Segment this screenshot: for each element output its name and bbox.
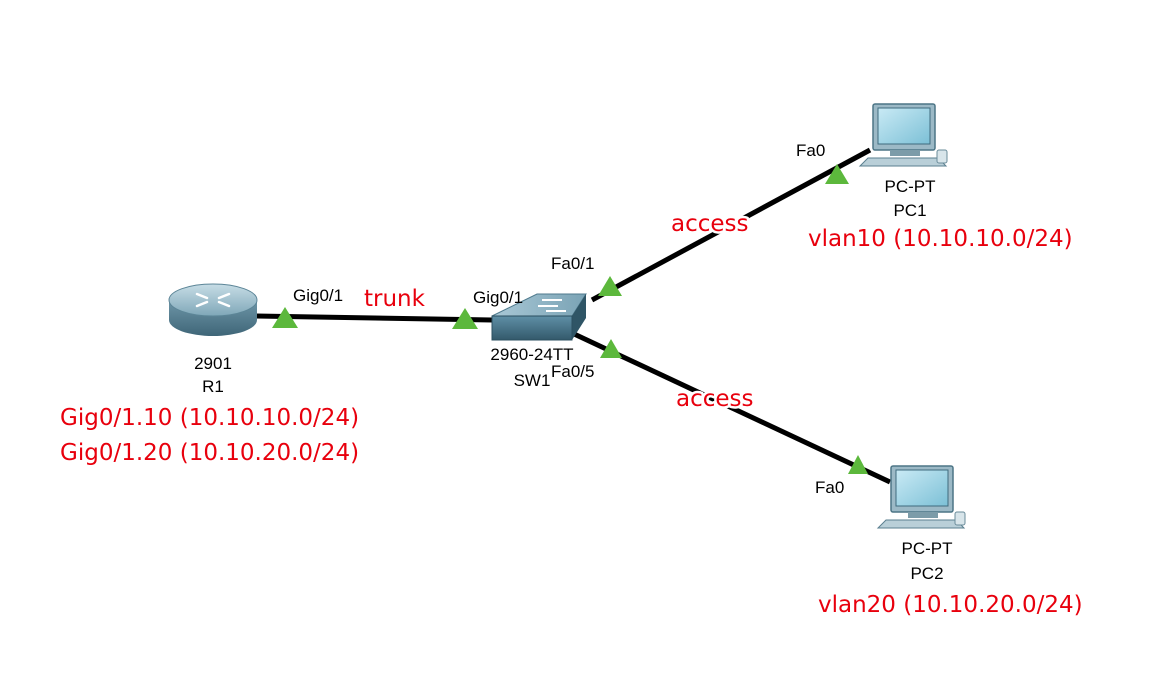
sw-gig-port-label: Gig0/1 xyxy=(473,288,523,307)
pc-icon[interactable] xyxy=(876,465,966,529)
link-status-up-icon xyxy=(848,455,868,474)
link-status-up-icon xyxy=(598,276,622,296)
r1-gig-port-label: Gig0/1 xyxy=(293,286,343,305)
pc2-model-label: PC-PT xyxy=(902,539,953,558)
link-status-up-icon xyxy=(452,308,478,329)
trunk-link-label: trunk xyxy=(364,286,426,312)
pc1-model-label: PC-PT xyxy=(885,177,936,196)
pc1-name-label: PC1 xyxy=(893,201,926,220)
sw-fa5-port-label: Fa0/5 xyxy=(551,362,594,381)
pc2-vlan-label: vlan20 (10.10.20.0/24) xyxy=(818,592,1083,618)
access-link-label-pc1: access xyxy=(671,211,749,237)
pc1-fa-port-label: Fa0 xyxy=(796,141,825,160)
link-status-up-icon xyxy=(825,164,849,184)
r1-subinterface-20-label: Gig0/1.20 (10.10.20.0/24) xyxy=(60,440,359,466)
trunk-link[interactable] xyxy=(255,313,493,323)
switch-name-label: SW1 xyxy=(514,371,551,390)
access-link-pc2[interactable] xyxy=(570,330,892,485)
switch-model-label: 2960-24TT xyxy=(490,345,573,364)
pc2-name-label: PC2 xyxy=(910,564,943,583)
access-link-pc1[interactable] xyxy=(590,147,872,303)
r1-subinterface-10-label: Gig0/1.10 (10.10.10.0/24) xyxy=(60,405,359,431)
link-status-up-icon xyxy=(272,307,298,328)
access-link-label-pc2: access xyxy=(676,386,754,412)
sw-fa1-port-label: Fa0/1 xyxy=(551,254,594,273)
pc-icon[interactable] xyxy=(858,103,948,167)
switch-icon[interactable] xyxy=(491,293,587,341)
router-name-label: R1 xyxy=(202,377,224,396)
pc2-fa-port-label: Fa0 xyxy=(815,478,844,497)
router-icon[interactable] xyxy=(168,283,258,336)
pc1-vlan-label: vlan10 (10.10.10.0/24) xyxy=(808,226,1073,252)
router-model-label: 2901 xyxy=(194,354,232,373)
link-status-up-icon xyxy=(600,339,622,358)
